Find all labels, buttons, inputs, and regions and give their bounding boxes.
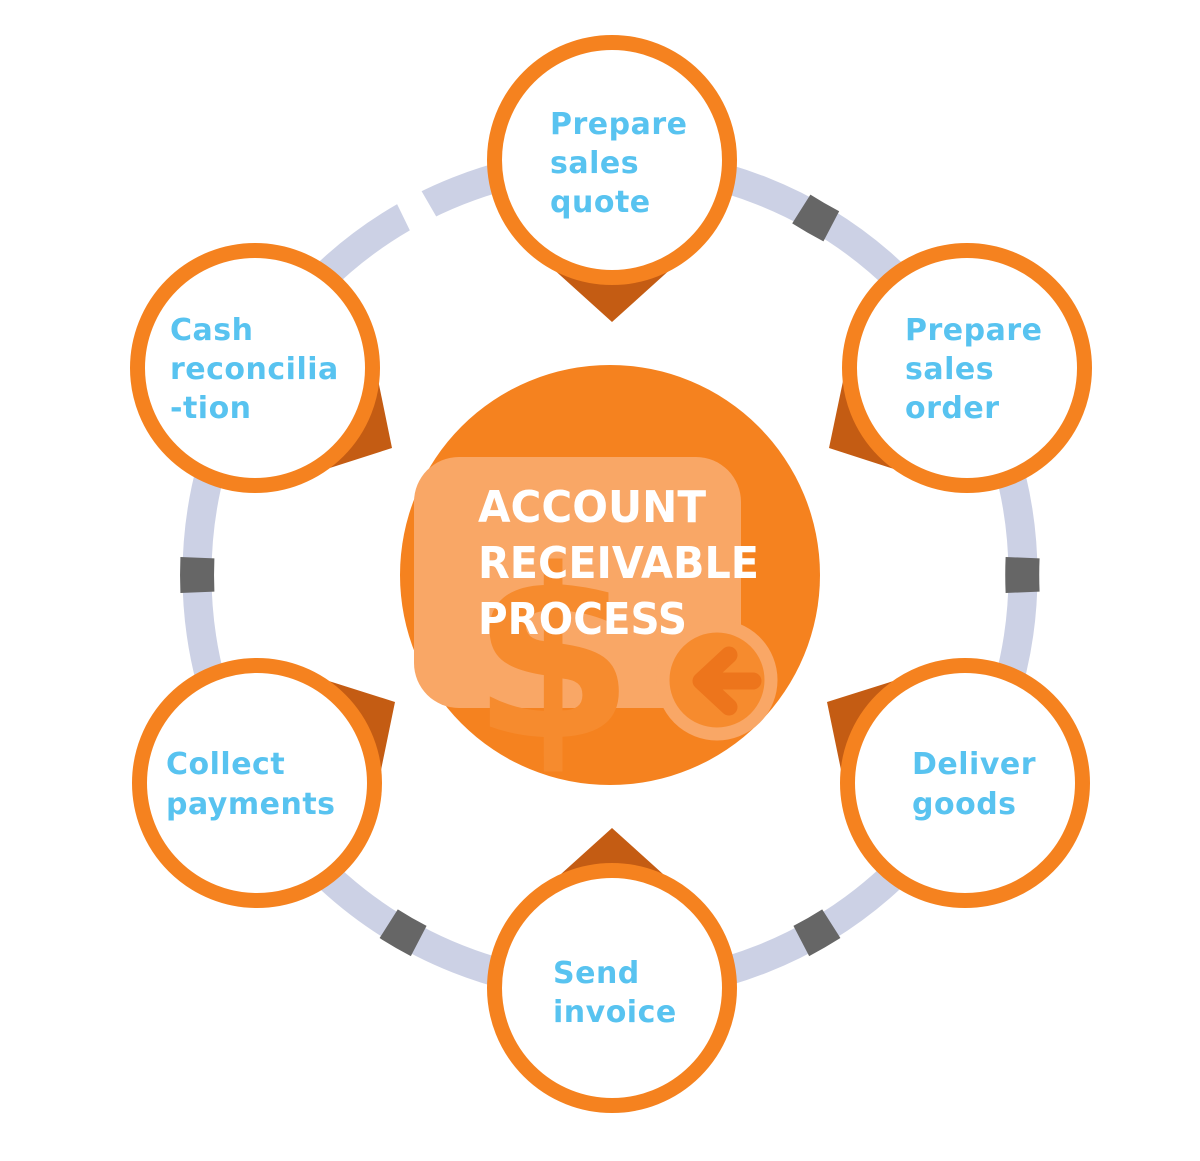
receive-arrow-badge	[656, 619, 778, 741]
step-label-line: Collect	[166, 747, 285, 782]
ring-dash-bottom-left	[379, 909, 427, 957]
step-label-line: Send	[553, 956, 640, 991]
center-title-line-3: PROCESS	[478, 594, 687, 645]
ring-gap	[395, 189, 438, 233]
step-circle	[487, 35, 737, 285]
step-node-deliver-goods: Deliver goods	[840, 658, 1090, 908]
arrow-left-icon	[692, 646, 762, 716]
step-label-line: sales	[905, 352, 994, 387]
step-circle	[840, 658, 1090, 908]
step-label-line: -tion	[170, 391, 252, 426]
step-node-send-invoice: Send invoice	[487, 863, 737, 1113]
ring-dash-bottom-right	[793, 909, 841, 957]
dollar-sign-icon: $	[471, 520, 635, 793]
step-label-line: reconcilia	[170, 352, 339, 387]
step-label-line: Cash	[170, 313, 253, 348]
step-label-line: order	[905, 391, 1000, 426]
step-circle	[487, 863, 737, 1113]
center-title-line-1: ACCOUNT	[478, 482, 706, 533]
step-label-line: Deliver	[912, 747, 1036, 782]
step-label-line: Prepare	[905, 313, 1043, 348]
step-node-collect-payments: Collect payments	[132, 658, 382, 908]
step-circle	[132, 658, 382, 908]
step-node-prepare-sales-order: Prepare sales order	[842, 243, 1092, 493]
center-title-line-2: RECEIVABLE	[478, 538, 759, 589]
step-label-line: goods	[912, 787, 1017, 822]
ring-dash-top-right	[792, 194, 840, 242]
step-node-cash-reconciliation: Cash reconcilia -tion	[130, 243, 380, 493]
center-hub: $ ACCOUNT RECEIVABLE PROCESS	[400, 365, 820, 793]
step-label-line: sales	[550, 146, 639, 181]
money-tag-icon	[414, 457, 741, 708]
step-label-line: Prepare	[550, 107, 688, 142]
step-label-line: invoice	[553, 995, 677, 1030]
step-label-line: payments	[166, 787, 336, 822]
step-circle	[130, 243, 380, 493]
step-node-prepare-sales-quote: Prepare sales quote	[487, 35, 737, 285]
step-label-line: quote	[550, 185, 651, 220]
step-circle	[842, 243, 1092, 493]
